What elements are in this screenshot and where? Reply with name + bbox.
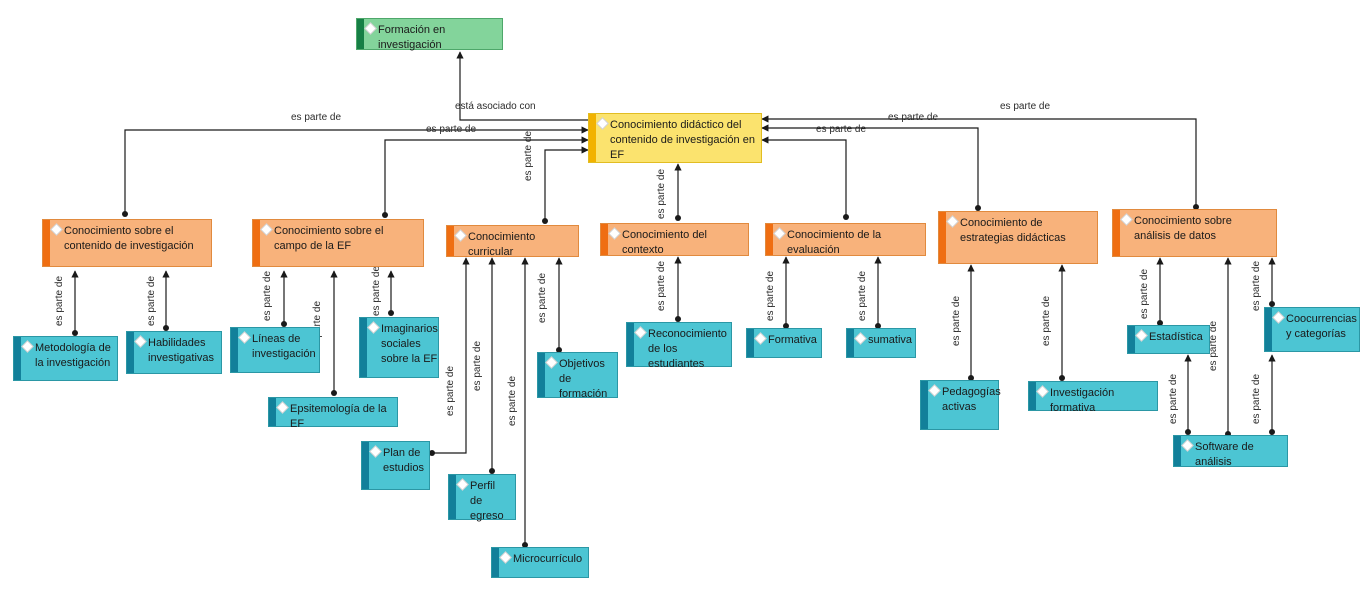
- link-evaluacion-central: [761, 136, 847, 217]
- relation-label: es parte de: [656, 168, 668, 220]
- relation-label: es parte de: [1000, 101, 1051, 112]
- relation-label: es parte de: [656, 260, 668, 312]
- link-campo-central: [384, 136, 589, 215]
- relation-label-associated: está asociado con: [455, 101, 536, 112]
- relation-label: es parte de: [537, 272, 549, 324]
- link-analisis-central: [761, 115, 1197, 207]
- node-imaginarios[interactable]: Imaginarios sociales sobre la EF: [359, 317, 439, 378]
- node-formacion-en-investigacion[interactable]: Formación en investigación: [356, 18, 503, 51]
- node-reconocimiento[interactable]: Reconocimiento de los estudiantes: [626, 322, 732, 370]
- node-investigacion-formativa[interactable]: Investigación formativa: [1028, 381, 1158, 414]
- node-habilidades[interactable]: Habilidades investigativas: [126, 331, 222, 374]
- node-estadistica[interactable]: Estadística: [1127, 325, 1210, 354]
- node-contenido-investigacion[interactable]: Conocimiento sobre el contenido de inves…: [42, 219, 212, 267]
- relation-label: es parte de: [371, 265, 383, 317]
- node-curricular[interactable]: Conocimiento curricular: [446, 225, 579, 258]
- relation-label: es parte de: [1251, 373, 1263, 425]
- node-perfil[interactable]: Perfil de egreso: [448, 474, 516, 522]
- link-cont-inv-central: [124, 126, 589, 214]
- node-coocurrencias[interactable]: Coocurrencias y categorías: [1264, 307, 1360, 352]
- node-central[interactable]: Conocimiento didáctico del contenido de …: [588, 113, 762, 163]
- relation-label: es parte de: [426, 124, 477, 135]
- relation-label: es parte de: [765, 270, 777, 322]
- node-analisis-datos[interactable]: Conocimiento sobre análisis de datos: [1112, 209, 1277, 257]
- node-metodologia[interactable]: Metodología de la investigación: [13, 336, 118, 381]
- node-campo-ef[interactable]: Conocimiento sobre el campo de la EF: [252, 219, 424, 267]
- relation-label: es parte de: [1139, 268, 1151, 320]
- relation-label: es parte de: [888, 112, 939, 123]
- node-software[interactable]: Software de análisis: [1173, 435, 1288, 468]
- link-curricular-central: [544, 146, 589, 221]
- node-estrategias[interactable]: Conocimiento de estrategias didácticas: [938, 211, 1098, 264]
- node-microcurriculo[interactable]: Microcurrículo: [491, 547, 589, 578]
- link-formacion-central: [456, 51, 588, 121]
- node-sumativa[interactable]: sumativa: [846, 328, 916, 358]
- node-objetivos[interactable]: Objetivos de formación: [537, 352, 618, 400]
- relation-label: es parte de: [507, 375, 519, 427]
- node-contexto[interactable]: Conocimiento del contexto: [600, 223, 749, 256]
- node-plan[interactable]: Plan de estudios: [361, 441, 430, 490]
- relation-label: es parte de: [146, 275, 158, 327]
- node-epistemologia[interactable]: Epsitemología de la EF: [268, 397, 398, 430]
- relation-label: es parte de: [1251, 260, 1263, 312]
- relation-label: es parte de: [54, 275, 66, 327]
- node-formativa[interactable]: Formativa: [746, 328, 822, 358]
- link-plan: [432, 257, 470, 454]
- relation-label: es parte de: [291, 112, 342, 123]
- node-evaluacion[interactable]: Conocimiento de la evaluación: [765, 223, 926, 256]
- relation-label: es parte de: [1041, 295, 1053, 347]
- node-pedagogias[interactable]: Pedagogías activas: [920, 380, 1001, 430]
- relation-label: es parte de: [1168, 373, 1180, 425]
- relation-label: es parte de: [472, 340, 484, 392]
- relation-label: es parte de: [951, 295, 963, 347]
- relation-label: es parte de: [445, 365, 457, 417]
- link-estrategias-central: [761, 124, 979, 208]
- relation-label: es parte de: [262, 270, 274, 322]
- relation-label: es parte de: [523, 130, 535, 182]
- relation-label: es parte de: [857, 270, 869, 322]
- node-lineas[interactable]: Líneas de investigación: [230, 327, 320, 373]
- relation-label: es parte de: [816, 124, 867, 135]
